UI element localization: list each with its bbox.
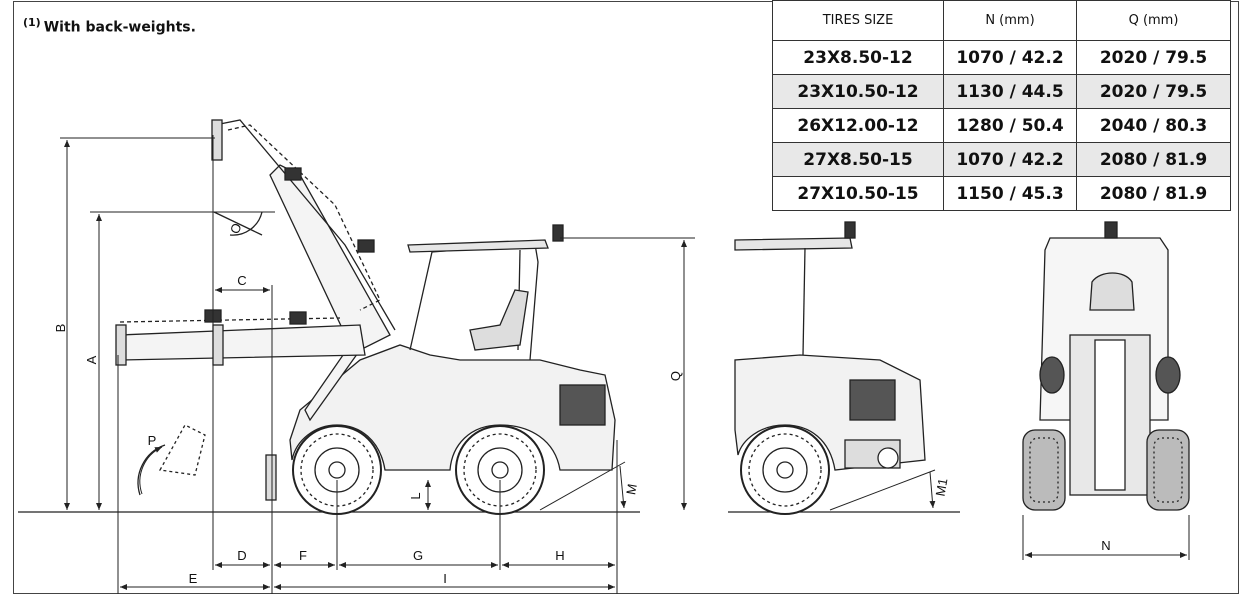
dim-label-m1: M1: [933, 477, 951, 497]
dim-label-m: M: [623, 483, 640, 496]
q-value-cell: 2020 / 79.5: [1076, 40, 1231, 75]
tire-size-cell: 26X12.00-12: [772, 108, 944, 143]
note-text: With back-weights.: [43, 19, 196, 36]
front-view-left-tire: [1022, 429, 1066, 511]
dim-label-p: P: [148, 433, 157, 448]
table-header-row: TIRES SIZE N (mm) Q (mm): [772, 0, 1231, 41]
back-weights-note: (1)With back-weights.: [23, 16, 196, 36]
tire-size-cell: 23X10.50-12: [772, 74, 944, 109]
q-value-cell: 2040 / 80.3: [1076, 108, 1231, 143]
dimension-labels: B A C O P D E F G H I L M Q M1 N: [53, 221, 1111, 586]
col-header-q: Q (mm): [1076, 0, 1231, 41]
n-value-cell: 1130 / 44.5: [943, 74, 1077, 109]
q-value-cell: 2080 / 81.9: [1076, 176, 1231, 211]
q-value-cell: 2080 / 81.9: [1076, 142, 1231, 177]
dim-label-l: L: [408, 492, 423, 499]
dim-label-d: D: [237, 548, 246, 563]
dim-label-q: Q: [668, 371, 683, 381]
front-wheel: [292, 425, 382, 515]
rear-wheel: [455, 425, 545, 515]
dim-label-g: G: [413, 548, 423, 563]
rear-view-wheel: [740, 425, 830, 515]
dim-label-c: C: [237, 273, 246, 288]
dim-label-a: A: [84, 355, 99, 364]
side-view-loader: [115, 119, 616, 515]
dim-label-n: N: [1101, 538, 1110, 553]
drawing-frame: [13, 1, 1239, 594]
table-row: 27X10.50-15 1150 / 45.3 2080 / 81.9: [772, 176, 1231, 211]
note-marker: (1): [23, 16, 41, 29]
dim-label-f: F: [299, 548, 307, 563]
col-header-tires-size: TIRES SIZE: [772, 0, 944, 41]
tire-size-table: TIRES SIZE N (mm) Q (mm) 23X8.50-12 1070…: [772, 0, 1231, 211]
dimension-lines: [60, 135, 1190, 594]
n-value-cell: 1070 / 42.2: [943, 142, 1077, 177]
tire-size-cell: 27X8.50-15: [772, 142, 944, 177]
dim-label-i: I: [443, 571, 447, 586]
front-view-loader: [1022, 221, 1190, 511]
n-value-cell: 1150 / 45.3: [943, 176, 1077, 211]
tire-size-cell: 27X10.50-15: [772, 176, 944, 211]
dim-label-h: H: [555, 548, 564, 563]
rear-view-loader: [734, 221, 926, 515]
dim-label-o: O: [227, 221, 245, 236]
q-value-cell: 2020 / 79.5: [1076, 74, 1231, 109]
front-view-right-tire: [1146, 429, 1190, 511]
table-row: 23X8.50-12 1070 / 42.2 2020 / 79.5: [772, 40, 1231, 75]
dim-label-e: E: [189, 571, 198, 586]
dim-label-b: B: [53, 324, 68, 333]
table-row: 23X10.50-12 1130 / 44.5 2020 / 79.5: [772, 74, 1231, 109]
table-row: 27X8.50-15 1070 / 42.2 2080 / 81.9: [772, 142, 1231, 177]
n-value-cell: 1070 / 42.2: [943, 40, 1077, 75]
